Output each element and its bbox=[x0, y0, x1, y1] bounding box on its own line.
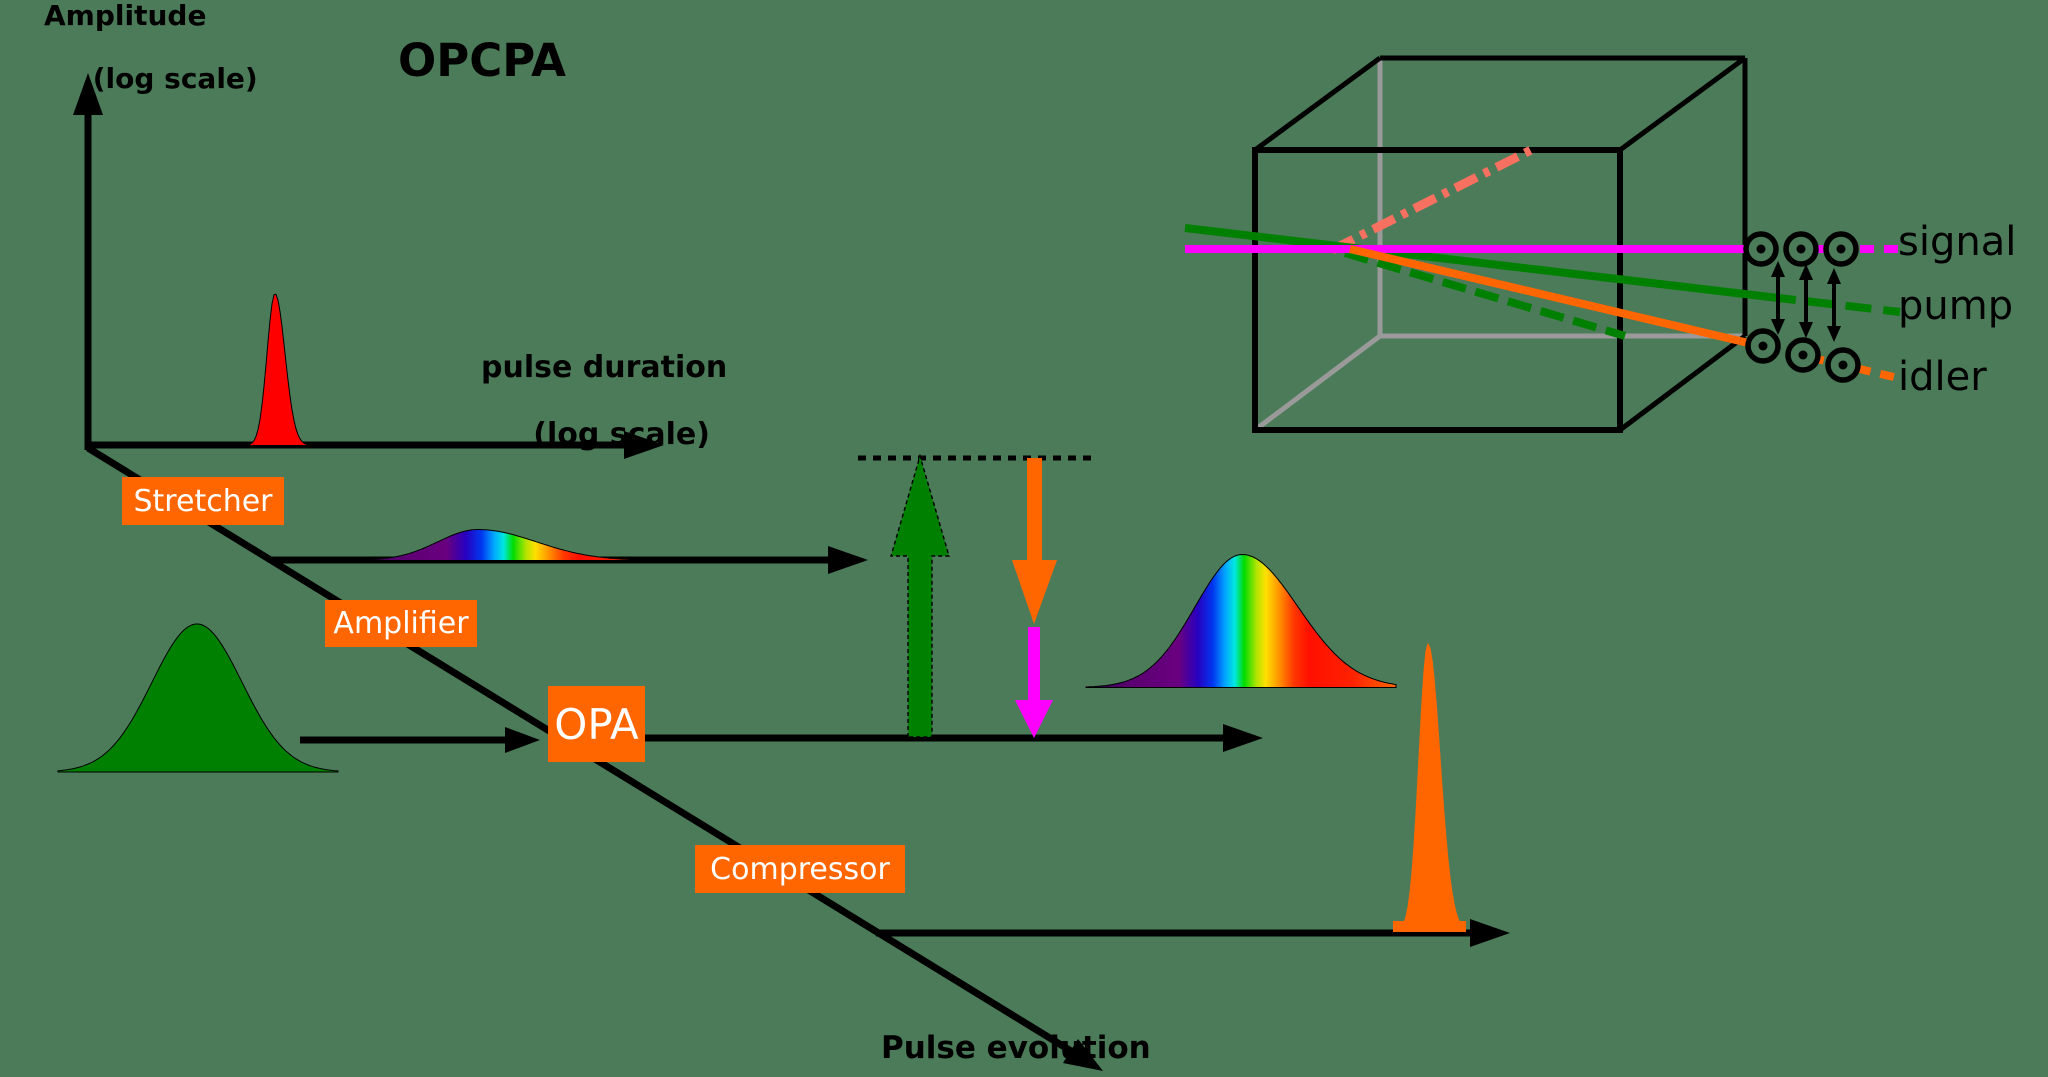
input-pulse bbox=[241, 293, 313, 446]
duration-axis-2-arrowhead bbox=[828, 546, 868, 574]
pump-pulse bbox=[57, 623, 339, 773]
compressor-box: Compressor bbox=[695, 845, 905, 893]
out-of-plane-polarization-icon-dot bbox=[1758, 341, 1768, 351]
in-plane-polarization-icon bbox=[1771, 261, 1785, 277]
amplitude-axis-label-line1: Amplitude bbox=[44, 0, 207, 32]
signal-down-arrow bbox=[1015, 627, 1053, 738]
pump-depletion-down-arrow bbox=[1012, 458, 1057, 624]
pump-beam-dashed bbox=[1769, 293, 1901, 316]
gain-up-arrow bbox=[890, 453, 950, 738]
pulse-evolution-arrowhead bbox=[1063, 1039, 1103, 1071]
duration-axis-1 bbox=[85, 431, 664, 459]
pump-beam-label: pump bbox=[1898, 283, 2014, 329]
amplitude-axis-arrowhead bbox=[73, 73, 103, 115]
in-plane-polarization-icon bbox=[1799, 264, 1813, 280]
duration-axis-4 bbox=[876, 919, 1510, 947]
in-plane-polarization-icon bbox=[1799, 322, 1813, 338]
amplifier-box: Amplifier bbox=[325, 600, 477, 647]
opa-input-arrow bbox=[300, 727, 540, 753]
cube-edge-top-left bbox=[1253, 55, 1382, 153]
cube-hidden-edge-bottom-left bbox=[1253, 334, 1382, 432]
amplified-chirped-pulse bbox=[1085, 553, 1397, 688]
signal-beam-label: signal bbox=[1898, 219, 2017, 265]
cube-front-face bbox=[1252, 147, 1623, 433]
in-plane-polarization-icon bbox=[1827, 326, 1841, 342]
duration-axis-label-line1: pulse duration bbox=[481, 350, 728, 385]
idler-beam bbox=[1349, 245, 1741, 345]
duration-axis-4-arrowhead bbox=[1470, 919, 1510, 947]
amplitude-axis bbox=[73, 73, 103, 450]
crystal-cube bbox=[1252, 55, 1748, 433]
duration-axis-label: pulse duration (log scale) bbox=[481, 351, 727, 452]
idler-polarization-symbols bbox=[1745, 328, 1861, 383]
out-of-plane-polarization-icon-dot bbox=[1756, 244, 1766, 254]
duration-axis-label-line2: (log scale) bbox=[533, 417, 710, 453]
opa-input-arrowhead bbox=[505, 727, 540, 753]
stretcher-box: Stretcher bbox=[122, 477, 284, 525]
stretched-chirped-pulse bbox=[351, 529, 669, 561]
duration-axis-1-arrowhead bbox=[624, 431, 664, 459]
opa-box: OPA bbox=[548, 686, 645, 762]
out-of-plane-polarization-icon-dot bbox=[1796, 244, 1806, 254]
out-of-plane-polarization-icon-dot bbox=[1836, 244, 1846, 254]
signal-polarization-symbols bbox=[1743, 231, 1859, 267]
page-title: OPCPA bbox=[398, 34, 566, 87]
pulse-evolution-label: Pulse evolution bbox=[881, 1030, 1151, 1066]
compressed-output-pulse bbox=[1397, 642, 1461, 932]
cube-edge-top-right bbox=[1618, 55, 1747, 153]
pump-beam bbox=[1184, 224, 1771, 301]
optical-axis-line bbox=[1329, 142, 1540, 255]
duration-axis-3-arrowhead bbox=[1223, 724, 1263, 752]
in-plane-polarization-icon bbox=[1827, 268, 1841, 284]
in-plane-polarization-icon bbox=[1771, 319, 1785, 335]
out-of-plane-polarization-icon-dot bbox=[1838, 360, 1848, 370]
amplitude-axis-label-line2: (log scale) bbox=[92, 61, 258, 95]
out-of-plane-polarization-icon-dot bbox=[1798, 350, 1808, 360]
amplitude-axis-label: Amplitude (log scale) bbox=[44, 0, 258, 94]
pump-polarization-arrows bbox=[1771, 261, 1841, 342]
idler-beam-label: idler bbox=[1898, 354, 1987, 400]
crystal-beams bbox=[1184, 142, 1901, 383]
cube-edge-bottom-right bbox=[1618, 334, 1747, 432]
duration-axis-3 bbox=[645, 724, 1263, 752]
depleted-pump-dashed-line bbox=[1343, 249, 1627, 340]
